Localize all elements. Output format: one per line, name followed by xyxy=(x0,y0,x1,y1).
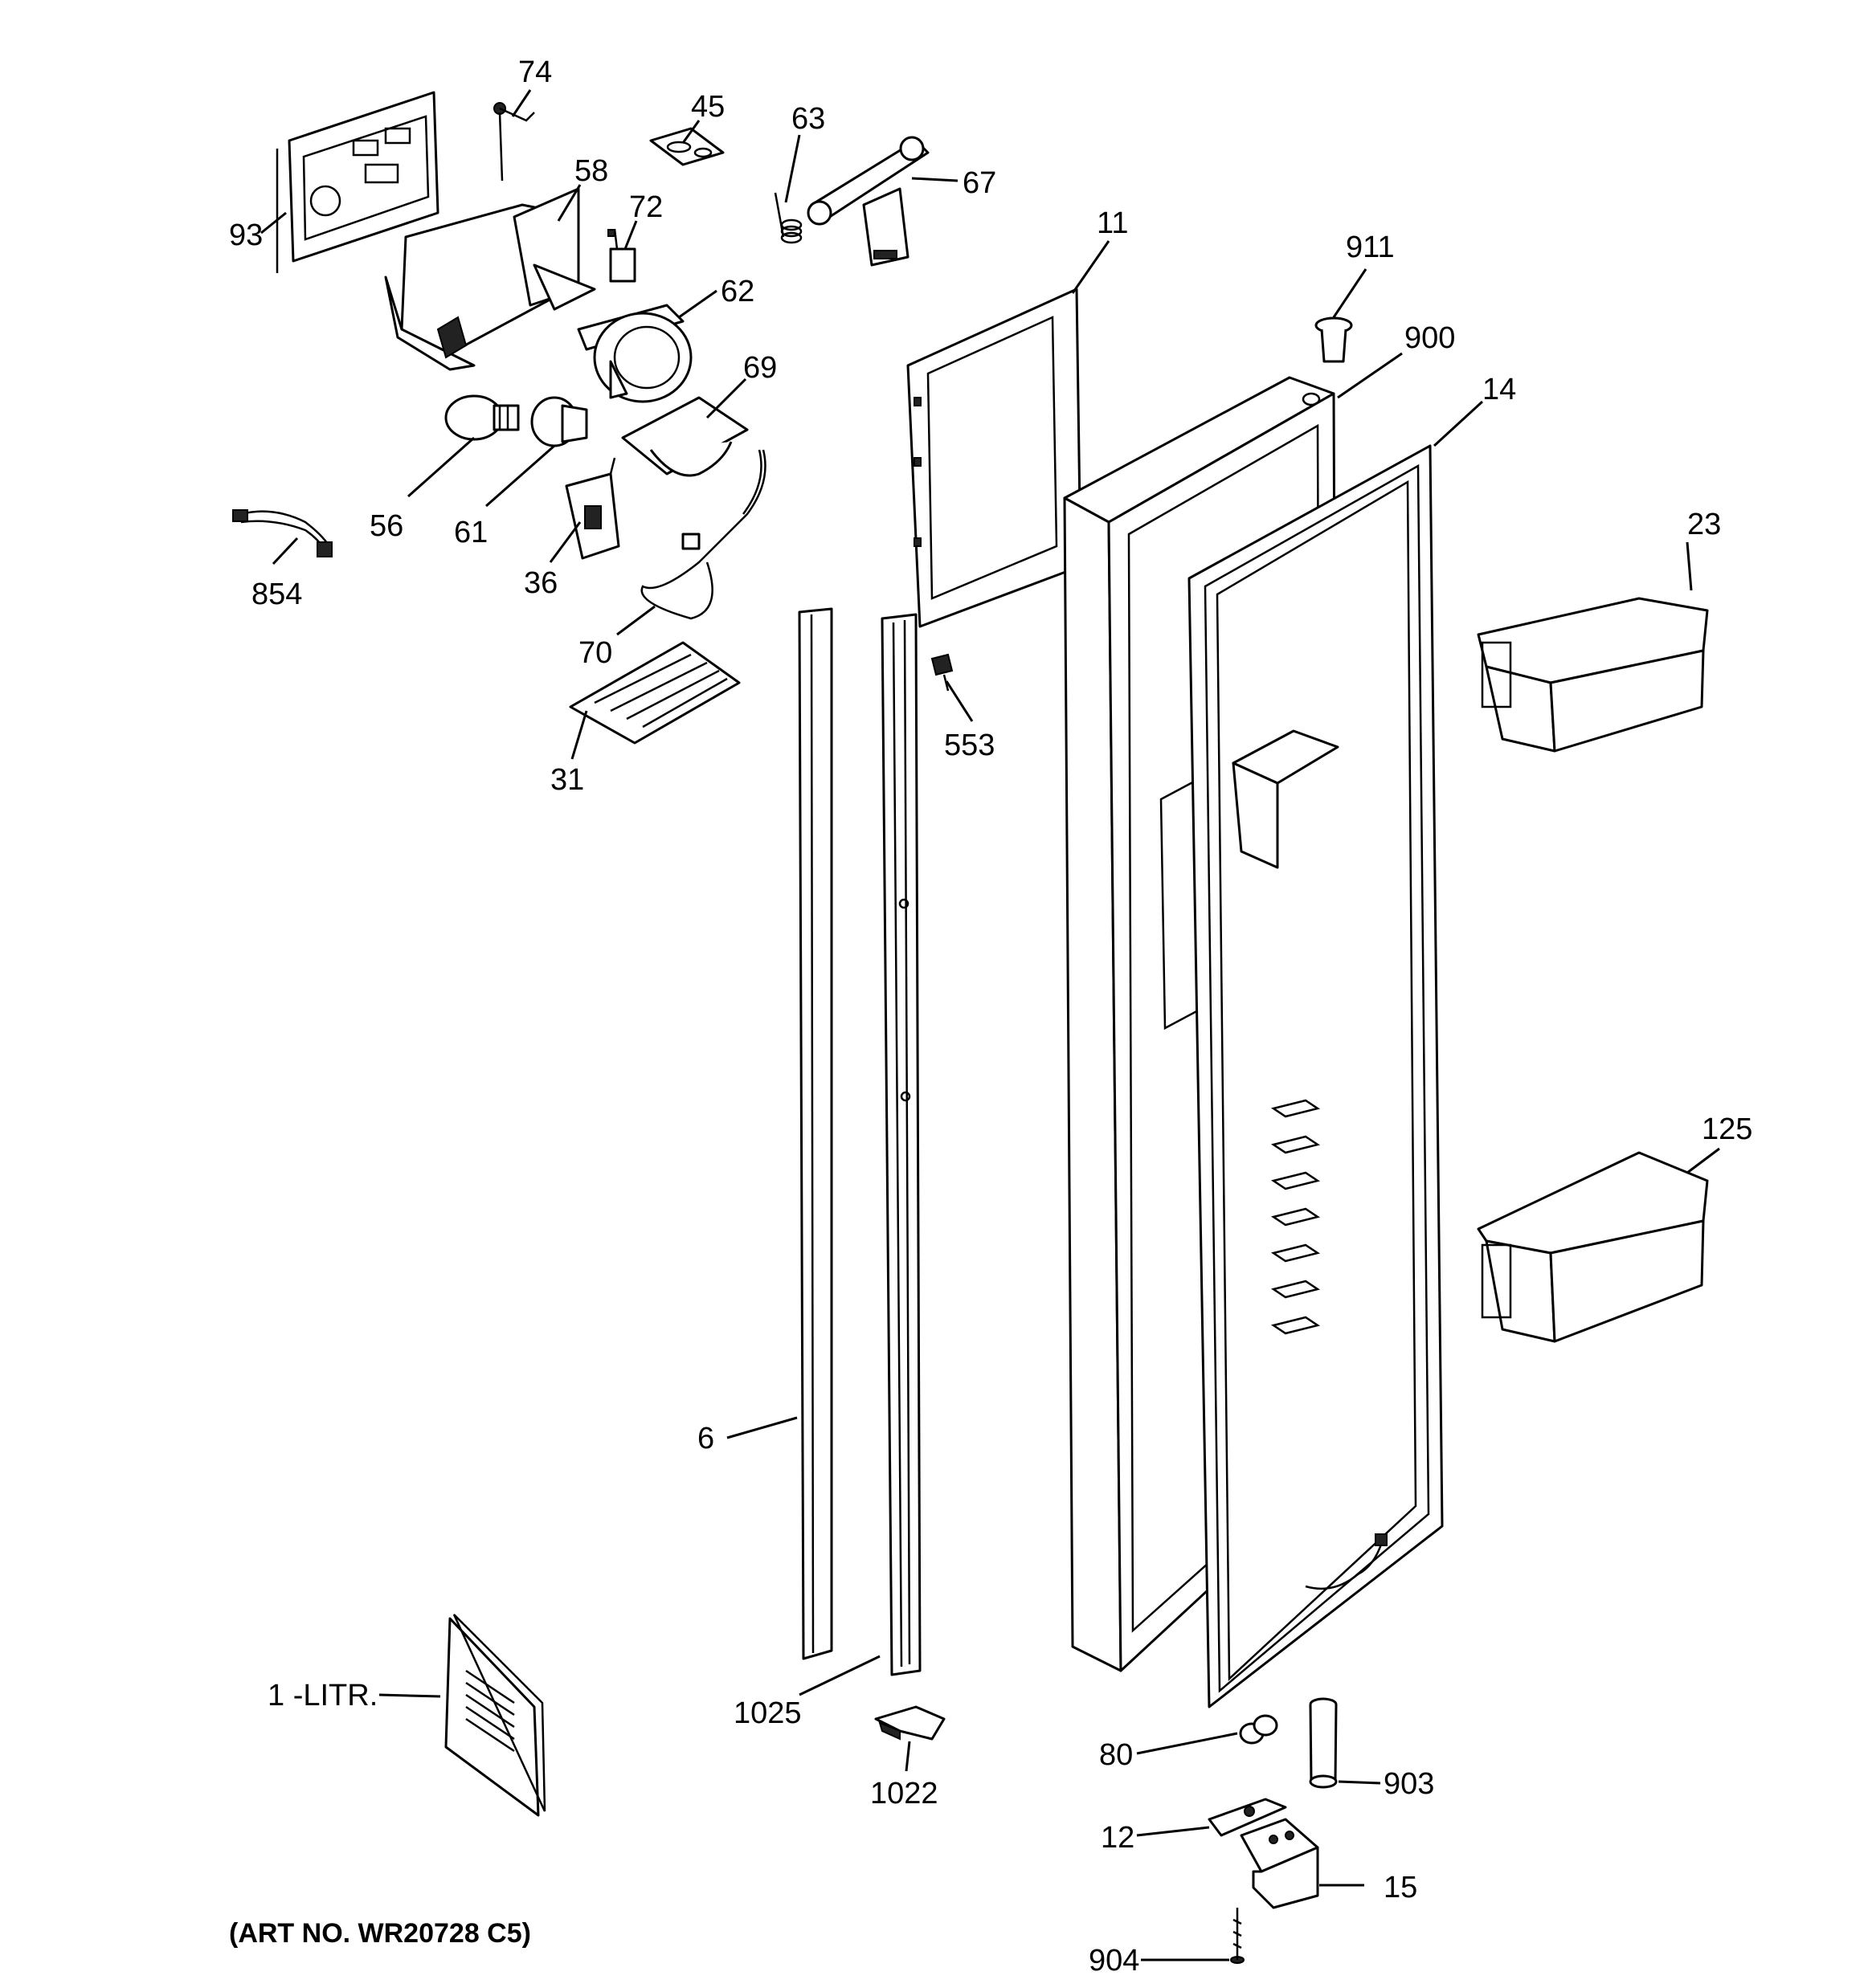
part-93-control-panel xyxy=(276,91,439,273)
shelf-clips xyxy=(1270,1099,1321,1335)
callout-63: 63 xyxy=(791,102,825,136)
callout-14: 14 xyxy=(1482,373,1516,406)
callout-900: 900 xyxy=(1404,321,1455,355)
callout-6: 6 xyxy=(697,1422,714,1455)
callout-36: 36 xyxy=(524,566,558,600)
callout-1-litr: 1 -LITR. xyxy=(268,1679,378,1712)
part-69-chute xyxy=(621,396,749,477)
callout-80: 80 xyxy=(1099,1738,1133,1772)
part-903-pin xyxy=(1309,1697,1338,1789)
part-61-socket xyxy=(530,396,588,447)
callout-854: 854 xyxy=(251,578,302,611)
part-63-spring xyxy=(774,192,803,244)
part-56-bulb xyxy=(444,394,520,441)
part-1-literature xyxy=(444,1614,546,1817)
callout-72: 72 xyxy=(629,190,663,224)
part-36-bracket xyxy=(565,457,620,560)
part-31-grille xyxy=(569,641,741,745)
callout-904: 904 xyxy=(1089,1944,1139,1978)
part-904-screw xyxy=(1230,1908,1245,1964)
part-23-door-bin xyxy=(1477,597,1709,753)
callout-45: 45 xyxy=(691,90,725,124)
callout-1022: 1022 xyxy=(870,1777,938,1810)
part-67-arm xyxy=(807,136,930,267)
callout-56: 56 xyxy=(370,509,403,543)
callout-58: 58 xyxy=(574,154,608,188)
part-12-shim xyxy=(1208,1798,1287,1837)
part-1025-rail xyxy=(881,613,922,1676)
part-553-screw xyxy=(930,653,954,692)
part-74-wire xyxy=(493,102,535,182)
callout-11: 11 xyxy=(1097,206,1128,240)
callout-15: 15 xyxy=(1384,1871,1417,1904)
callout-74: 74 xyxy=(518,55,552,89)
part-11-liner-frame xyxy=(906,288,1082,628)
part-125-door-bin xyxy=(1477,1151,1709,1343)
part-15-hinge xyxy=(1240,1818,1319,1909)
part-1022-hinge-cap xyxy=(874,1705,946,1741)
callout-12: 12 xyxy=(1101,1821,1134,1855)
literature-text-lines xyxy=(465,1669,515,1753)
callout-1025: 1025 xyxy=(734,1696,802,1730)
part-58-housing xyxy=(384,187,596,371)
part-854-harness xyxy=(232,509,333,557)
callout-labels: 74 45 63 67 58 72 93 62 69 11 911 900 14… xyxy=(229,55,1752,1978)
callout-93: 93 xyxy=(229,218,263,252)
callout-69: 69 xyxy=(743,351,777,385)
part-72-switch xyxy=(607,228,636,283)
part-62-funnel xyxy=(577,304,693,403)
callout-553: 553 xyxy=(944,729,995,762)
leader-lines xyxy=(260,89,1720,1961)
part-70-wire-loop xyxy=(640,449,766,620)
callout-61: 61 xyxy=(454,516,488,549)
part-80-stop xyxy=(1239,1714,1278,1745)
callout-911: 911 xyxy=(1346,231,1395,264)
callout-31: 31 xyxy=(550,763,584,797)
callout-125: 125 xyxy=(1702,1112,1752,1146)
callout-70: 70 xyxy=(578,636,612,670)
part-14-gasket xyxy=(1187,444,1444,1708)
callout-62: 62 xyxy=(721,275,754,308)
callout-23: 23 xyxy=(1687,508,1721,541)
part-6-trim-strip xyxy=(798,607,833,1660)
part-45-bracket xyxy=(649,127,725,166)
callout-67: 67 xyxy=(963,166,996,200)
art-number: (ART NO. WR20728 C5) xyxy=(229,1918,531,1949)
callout-903: 903 xyxy=(1384,1767,1434,1801)
part-911-bushing xyxy=(1314,316,1353,363)
